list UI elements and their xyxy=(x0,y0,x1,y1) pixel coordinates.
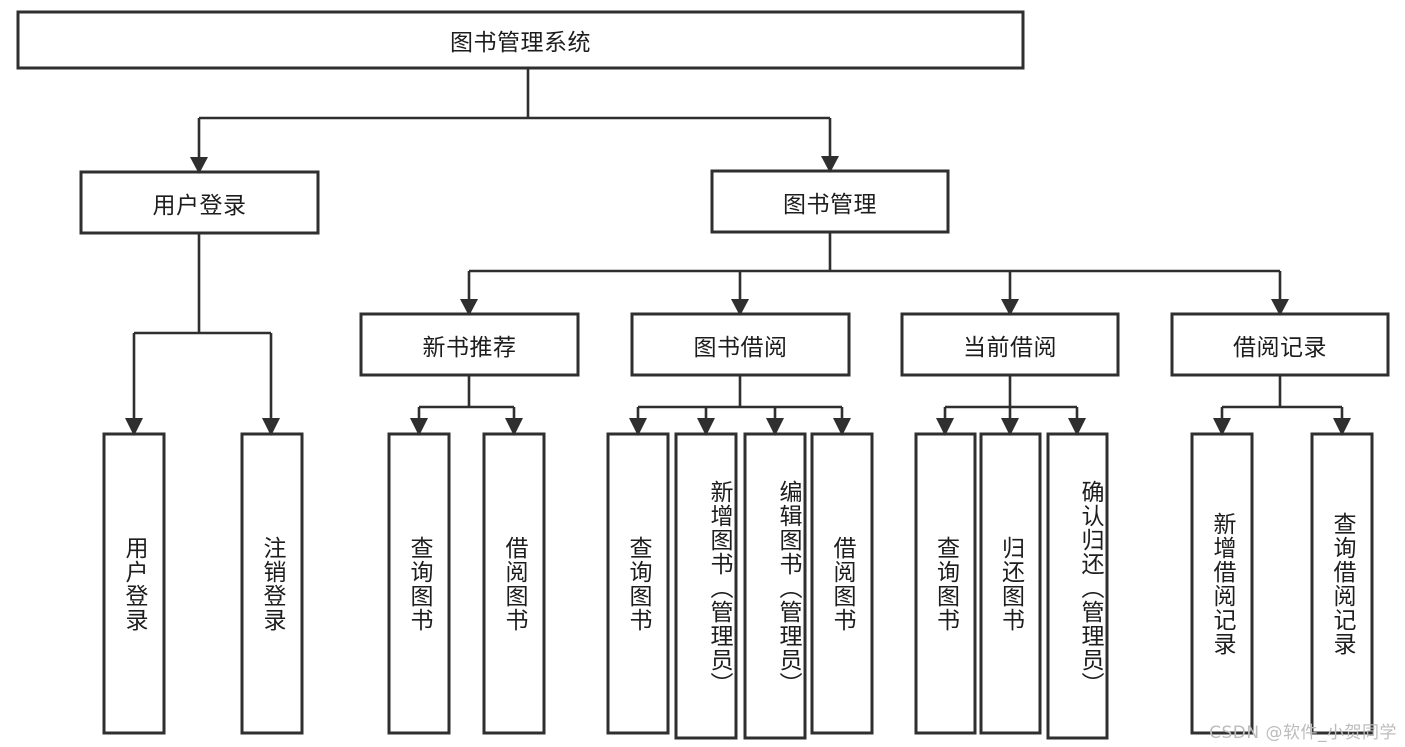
arrow-to-leaf-query-book-2 xyxy=(629,418,647,436)
node-box-leaf-return-book[interactable] xyxy=(979,432,1042,735)
node-box-leaf-user-login[interactable] xyxy=(102,432,166,735)
node-box-new-book-recommend[interactable] xyxy=(359,312,580,377)
connector-borrow-record-bus xyxy=(1220,375,1344,421)
node-box-leaf-edit-book[interactable] xyxy=(743,432,807,740)
node-box-book-management[interactable] xyxy=(710,169,950,234)
arrow-to-leaf-query-book-3 xyxy=(936,418,954,436)
arrow-to-leaf-query-book-1 xyxy=(410,418,428,436)
node-box-leaf-query-book-1[interactable] xyxy=(387,432,451,735)
node-box-book-borrow[interactable] xyxy=(630,312,851,377)
watermark-text: CSDN @软件_小贺同学 xyxy=(1209,723,1397,743)
arrow-to-leaf-add-record xyxy=(1213,418,1231,436)
arrow-to-leaf-borrow-book-1 xyxy=(505,418,523,436)
connector-user-login-bus xyxy=(132,233,273,421)
arrow-to-leaf-borrow-book-2 xyxy=(833,418,851,436)
node-box-leaf-borrow-book-1[interactable] xyxy=(482,432,546,735)
arrow-to-current-borrow xyxy=(1001,299,1019,316)
connector-current-borrow-bus xyxy=(943,375,1079,421)
arrow-to-borrow-record xyxy=(1271,299,1289,316)
node-box-leaf-query-record[interactable] xyxy=(1310,432,1374,735)
arrow-to-leaf-add-book xyxy=(697,418,715,436)
node-box-leaf-confirm-return[interactable] xyxy=(1046,432,1109,740)
node-box-root[interactable] xyxy=(16,10,1025,70)
arrow-to-leaf-logout xyxy=(262,418,280,436)
connector-book-management-bus xyxy=(467,232,1282,302)
arrow-to-leaf-return-book xyxy=(1001,418,1019,436)
node-box-leaf-query-book-3[interactable] xyxy=(914,432,977,735)
arrow-to-leaf-query-record xyxy=(1333,418,1351,436)
arrow-to-user-login xyxy=(190,157,208,174)
connector-root-bus xyxy=(197,68,832,160)
arrow-to-book-borrow xyxy=(731,299,749,316)
arrow-to-book-management xyxy=(821,156,839,173)
node-box-leaf-logout[interactable] xyxy=(240,432,304,735)
node-box-current-borrow[interactable] xyxy=(900,312,1120,377)
node-box-borrow-record[interactable] xyxy=(1170,312,1390,377)
connector-book-borrow-bus xyxy=(636,375,844,421)
arrow-to-leaf-user-login xyxy=(125,418,143,436)
arrow-to-leaf-edit-book xyxy=(766,418,784,436)
node-box-leaf-add-record[interactable] xyxy=(1190,432,1254,735)
node-box-leaf-borrow-book-2[interactable] xyxy=(810,432,874,735)
arrow-to-leaf-confirm-return xyxy=(1068,418,1086,436)
connector-new-book-recommend-bus xyxy=(417,375,516,421)
node-box-user-login[interactable] xyxy=(79,170,320,235)
node-box-leaf-add-book[interactable] xyxy=(674,432,738,740)
arrow-to-new-book-recommend xyxy=(460,299,478,316)
node-box-leaf-query-book-2[interactable] xyxy=(606,432,670,735)
